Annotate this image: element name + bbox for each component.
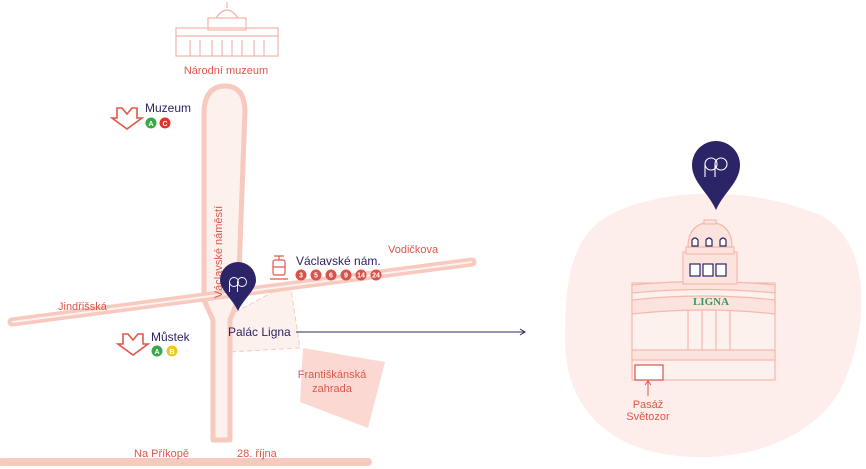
metro-icon: [109, 107, 145, 130]
building-windows: [689, 237, 727, 277]
passage-entrance[interactable]: [634, 364, 664, 381]
metro-station-mustek[interactable]: Můstek A B: [115, 330, 191, 357]
metro-station-muzeum[interactable]: Muzeum A C: [109, 101, 191, 130]
line-a-badge: A: [154, 349, 159, 356]
street-28-rijna: 28. října: [237, 448, 278, 460]
tram-line-badges: 3 5 6 9 14 24: [295, 269, 382, 281]
line-b-badge: B: [169, 349, 174, 356]
garden-label-1: Františkánská: [298, 369, 367, 381]
ligna-sign: LIGNA: [693, 296, 729, 308]
pointer-arrow: [296, 328, 526, 336]
tram-stop-vaclavske-nam[interactable]: Václavské nám. 3 5 6 9 14 24: [270, 254, 382, 281]
tram-icon: [270, 255, 288, 280]
garden-label-2: zahrada: [312, 383, 353, 395]
passage-label-2: Světozor: [626, 411, 670, 423]
metro-muzeum-label: Muzeum: [145, 101, 191, 115]
museum-label: Národní muzeum: [184, 65, 268, 77]
tram-line-badge: 9: [344, 273, 348, 280]
tram-line-badge: 6: [329, 273, 333, 280]
line-c-badge: C: [162, 121, 167, 128]
tram-line-badge: 24: [372, 273, 380, 280]
street-jindrisska: Jindřišská: [58, 301, 108, 313]
passage-arrow-icon: [644, 380, 652, 396]
location-pin-large-icon: [692, 141, 740, 210]
street-vodickova: Vodičkova: [388, 244, 439, 256]
road-vaclavske-namesti: [201, 83, 248, 443]
metro-mustek-label: Můstek: [151, 330, 191, 344]
destination-label[interactable]: Palác Ligna: [228, 325, 291, 339]
location-pin-icon[interactable]: [220, 262, 256, 311]
tram-line-badge: 14: [357, 273, 365, 280]
line-a-badge: A: [148, 121, 153, 128]
tram-line-badge: 3: [299, 273, 303, 280]
museum-building-icon: [175, 2, 279, 57]
tram-stop-label: Václavské nám.: [296, 254, 381, 268]
tram-line-badge: 5: [314, 273, 318, 280]
street-na-prikope: Na Příkopě: [134, 448, 189, 460]
metro-icon: [115, 333, 151, 356]
passage-label-1: Pasáž: [633, 399, 664, 411]
frantiskanska-garden: [300, 348, 385, 428]
